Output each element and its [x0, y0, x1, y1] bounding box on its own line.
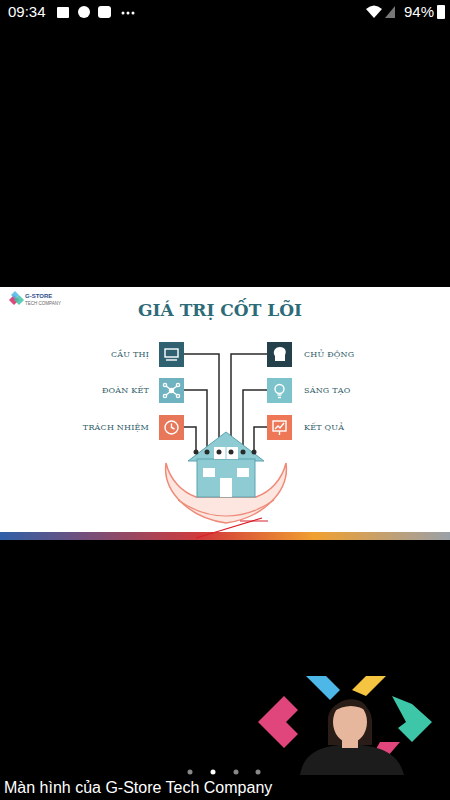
value-item: CHỦ ĐỘNG [267, 342, 354, 367]
icon-glyph [275, 423, 284, 429]
presenter [300, 699, 404, 775]
screen-caption: Màn hình của G-Store Tech Company [4, 779, 272, 797]
value-icon [159, 415, 184, 440]
value-item: TRÁCH NHIỆM [83, 415, 184, 440]
value-item: KẾT QUẢ [267, 415, 344, 440]
icon-glyph [166, 386, 170, 389]
icon-glyph [173, 392, 177, 395]
icon-glyph [273, 421, 286, 431]
value-icon [159, 342, 184, 367]
video-logo [258, 676, 432, 756]
value-icon [267, 415, 292, 440]
value-label: KẾT QUẢ [304, 423, 344, 432]
value-icon [267, 342, 292, 367]
value-label: SÁNG TẠO [304, 386, 350, 395]
slide [0, 287, 450, 540]
logo-text: G-STORE [25, 293, 52, 299]
hands-line [178, 500, 274, 516]
page-dots [188, 770, 261, 775]
value-label: TRÁCH NHIỆM [83, 423, 149, 432]
icon-glyph [278, 396, 281, 397]
icon-glyph [172, 423, 175, 429]
icon-glyph [173, 386, 177, 389]
slide-title: GIÁ TRỊ CỐT LÕI [0, 300, 440, 320]
value-label: CHỦ ĐỘNG [304, 350, 354, 359]
icon-glyph [279, 431, 280, 435]
icon-glyph [274, 347, 286, 361]
icon-glyph [166, 392, 170, 395]
house [188, 432, 264, 497]
icon-glyph [278, 394, 282, 395]
logo-text: TECH COMPANY [25, 301, 61, 306]
wire-dots [194, 450, 257, 455]
value-icon [159, 378, 184, 403]
pen-stroke [240, 521, 268, 522]
icon-glyph [165, 349, 178, 357]
value-item: ĐOÀN KẾT [102, 378, 184, 403]
value-item: SÁNG TẠO [267, 378, 350, 403]
icon-glyph [166, 359, 177, 360]
value-label: ĐOÀN KẾT [102, 386, 149, 395]
icon-glyph [275, 384, 284, 393]
logo-mark [9, 291, 24, 305]
value-icon [267, 378, 292, 403]
icon-glyph [170, 388, 174, 392]
status-icons [57, 5, 445, 19]
icon-glyph [165, 421, 178, 434]
status-text: 09:34 [8, 3, 46, 20]
value-item: CẦU THỊ [111, 342, 184, 367]
status-text: 94% [404, 3, 434, 20]
value-label: CẦU THỊ [111, 350, 149, 359]
slide-bar [0, 532, 450, 540]
